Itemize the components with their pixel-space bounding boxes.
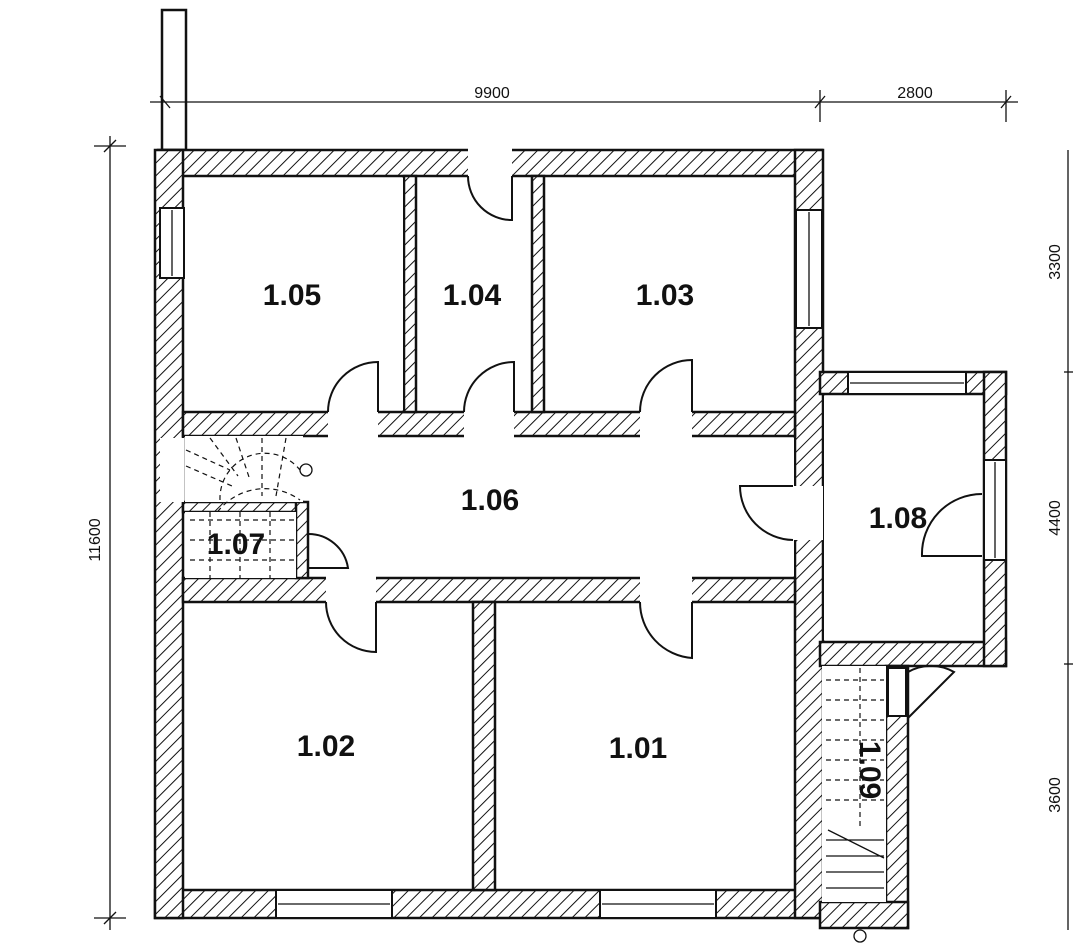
dim-right-upper: 3300 xyxy=(1047,244,1064,280)
door-swings xyxy=(307,175,983,719)
interior-walls xyxy=(181,174,797,892)
room-1-04-label: 1.04 xyxy=(443,279,502,312)
staircase-upper xyxy=(185,436,313,578)
room-1-02-label: 1.02 xyxy=(297,730,355,763)
room-1-05-label: 1.05 xyxy=(263,279,321,312)
dim-right-lower: 3600 xyxy=(1047,777,1064,813)
dim-left-total: 11600 xyxy=(87,518,104,561)
room-1-09-label: 1.09 xyxy=(853,741,886,799)
room-labels: 1.05 1.04 1.03 1.06 1.07 1.08 1.02 1.01 … xyxy=(207,279,927,799)
dim-top-main: 9900 xyxy=(474,85,510,102)
room-1-08-label: 1.08 xyxy=(869,502,927,535)
dimension-lines xyxy=(94,90,1073,930)
door-openings xyxy=(160,148,823,604)
dim-top-annex: 2800 xyxy=(897,85,933,102)
room-1-07-label: 1.07 xyxy=(207,528,265,561)
room-1-06-label: 1.06 xyxy=(461,484,519,517)
room-1-03-label: 1.03 xyxy=(636,279,694,312)
stair-enclosure xyxy=(818,664,910,930)
room-interiors xyxy=(185,178,982,888)
windows xyxy=(159,207,1007,919)
room-1-01-label: 1.01 xyxy=(609,732,667,765)
dimension-labels: 9900 2800 11600 3300 4400 3600 xyxy=(87,85,1064,813)
dim-right-middle: 4400 xyxy=(1047,500,1064,536)
chimney xyxy=(160,8,188,152)
staircase-lower xyxy=(822,666,907,943)
